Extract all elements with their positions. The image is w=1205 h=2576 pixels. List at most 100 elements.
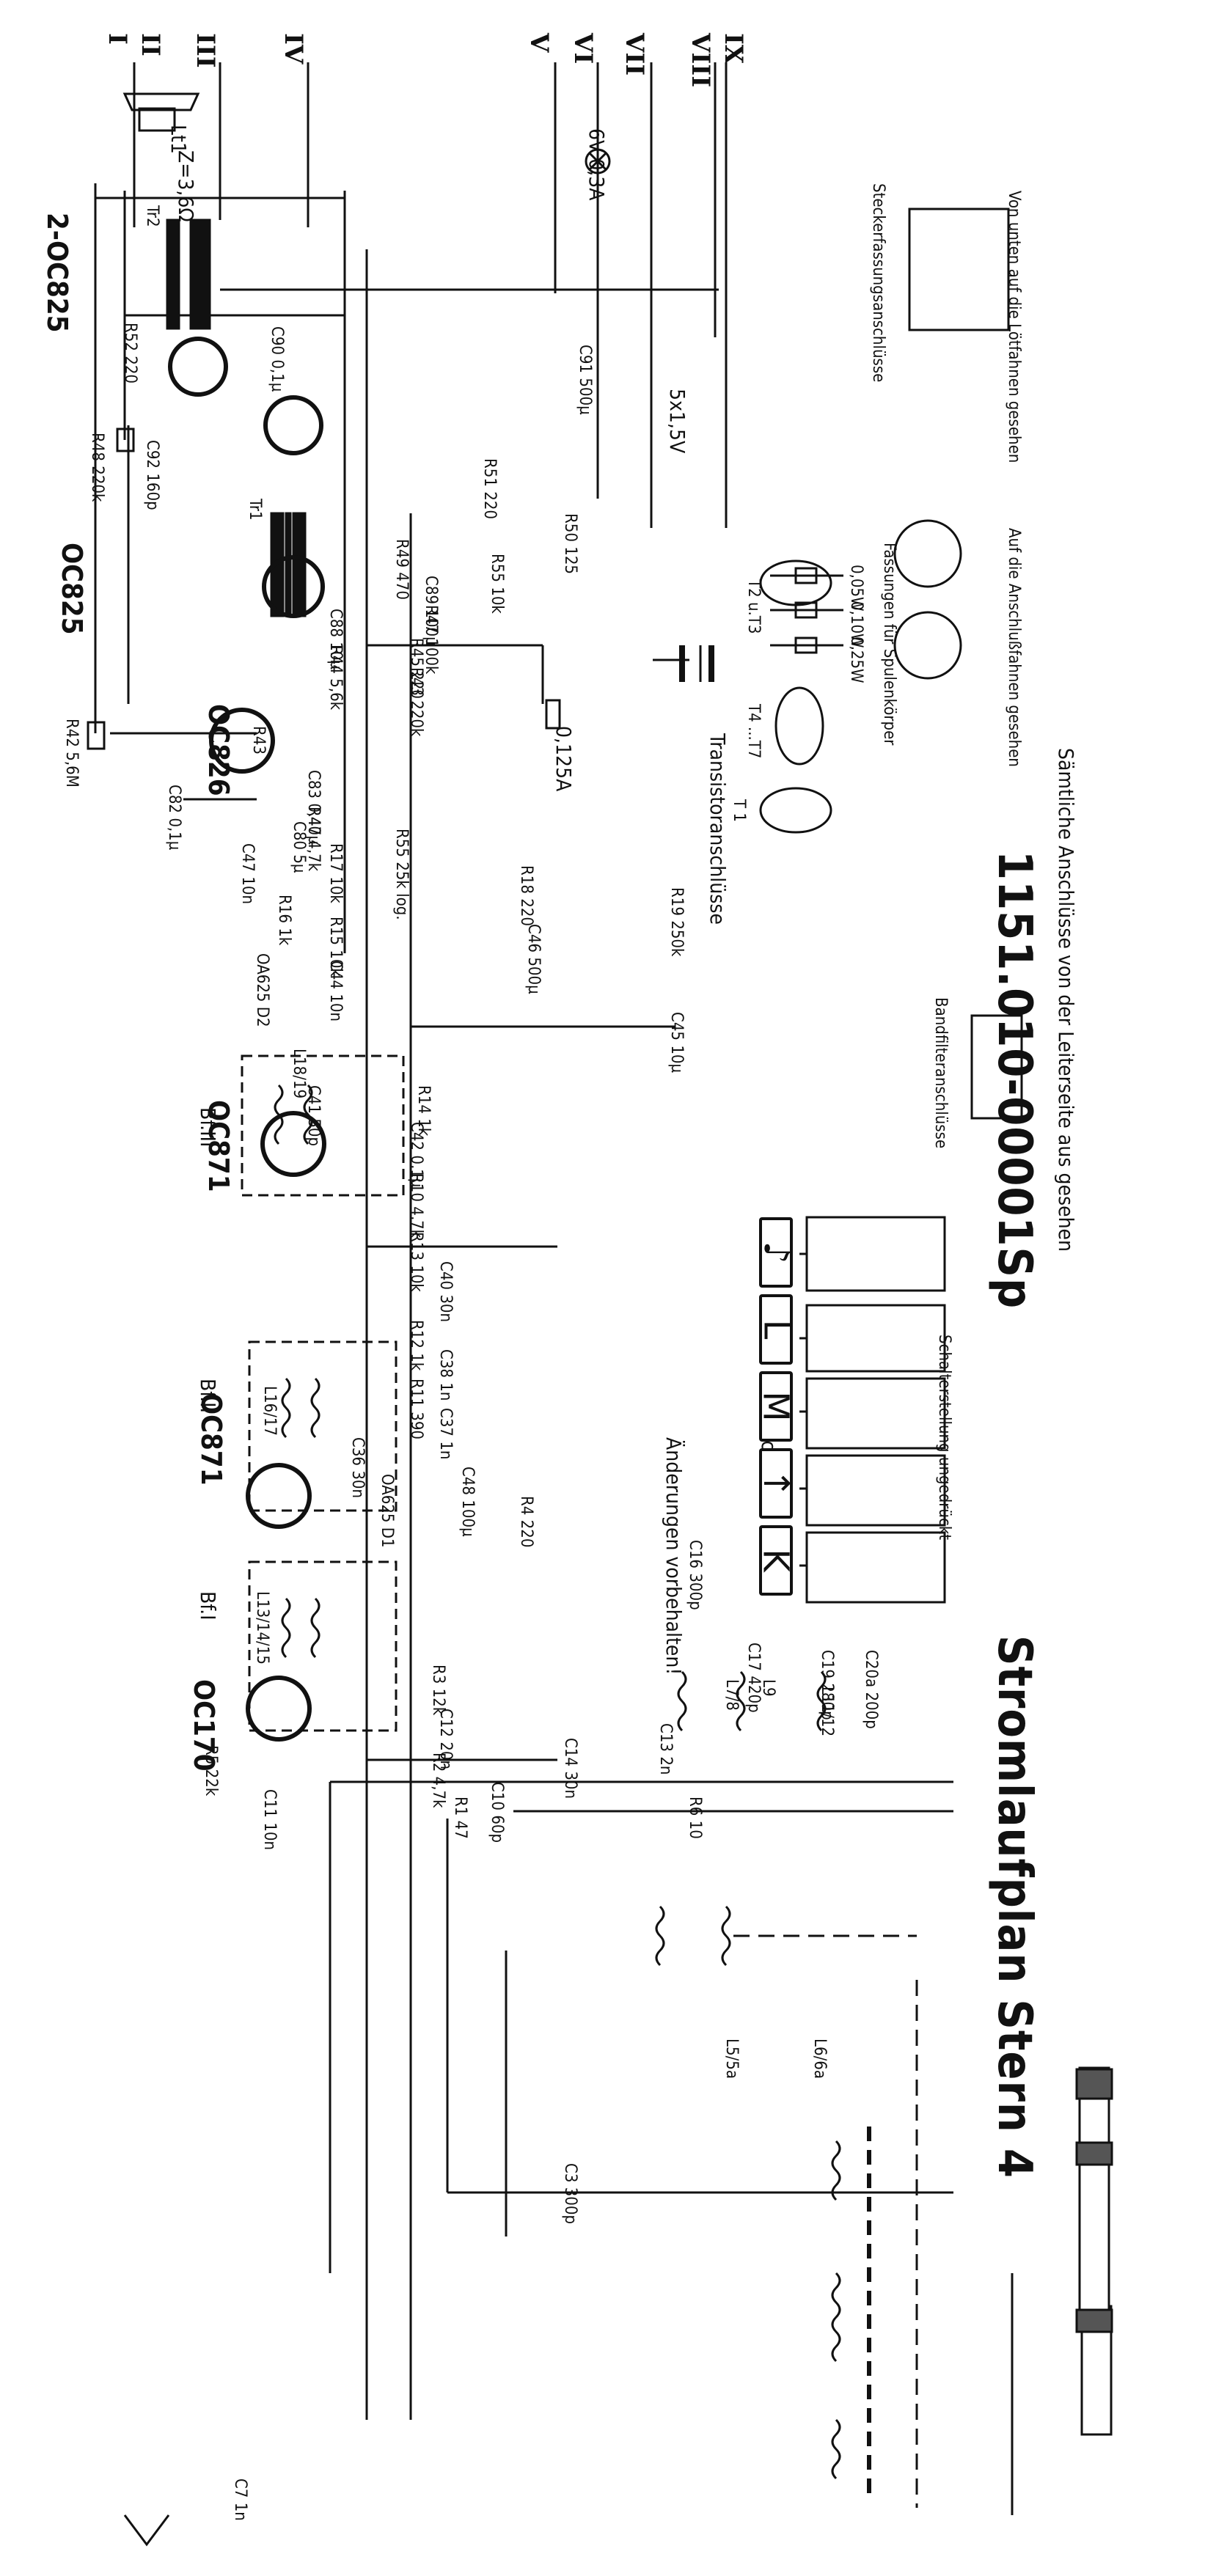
plug-pin-4: IV xyxy=(279,33,308,65)
r2-label: R2 4,7k xyxy=(429,1753,447,1808)
driver-transformer-tr1 xyxy=(270,512,307,617)
c91-label: C91 500µ xyxy=(576,345,594,415)
transistor-type-t4: OC826 xyxy=(202,704,235,796)
plug-socket-note: Von unten auf die Lötfahnen gesehen xyxy=(1005,191,1023,463)
schematic-title: Stromlaufplan Stern 4 xyxy=(987,1635,1041,2179)
c13-label: C13 2n xyxy=(656,1723,675,1775)
plug-pin-2: II xyxy=(136,33,165,56)
ferrite-rod xyxy=(1075,2066,1113,2436)
r6-label: R6 10 xyxy=(686,1797,704,1839)
r48-label: R48 220k xyxy=(88,433,106,502)
transistor-t4 xyxy=(209,708,275,774)
t1-legend-label: T 1 xyxy=(730,799,748,822)
drawing-number: 1151.010-00001Sp xyxy=(987,851,1041,1310)
d2-label: OA625 D2 xyxy=(253,953,271,1027)
r52-label: R52 220 xyxy=(121,323,139,384)
coil-socket-title: Fassungen für Spulenkörper xyxy=(880,543,898,746)
coil-l13-label: L13/14/15 xyxy=(253,1591,271,1665)
coil-l9-label: L9 xyxy=(759,1679,777,1697)
coil-socket-a xyxy=(893,611,962,680)
r18-label: R18 220 xyxy=(517,865,535,927)
r12-label: R12 1k xyxy=(407,1320,425,1371)
hf-key-m[interactable]: M xyxy=(755,1371,796,1442)
tr2-label: Tr2 xyxy=(143,205,161,227)
hf-key-l[interactable]: L xyxy=(755,1294,796,1365)
plug-socket-title: Steckerfassungsanschlüsse xyxy=(869,183,887,383)
plug-pin-7: VII xyxy=(620,33,649,76)
r1-label: R1 47 xyxy=(451,1797,469,1839)
bandfilter-bf3 xyxy=(241,1054,405,1197)
transistor-type-t5: OC825 xyxy=(56,543,88,635)
bandfilter-bf1 xyxy=(248,1560,398,1732)
plug-pin-1: I xyxy=(103,33,132,45)
t47-pinout xyxy=(774,686,824,766)
r5-label: R5 22k xyxy=(202,1745,220,1797)
r4-label: R4 220 xyxy=(517,1496,535,1548)
c35-label: C37 1n xyxy=(436,1408,455,1460)
hf-key-antenna[interactable]: ↑ xyxy=(755,1448,796,1519)
plug-pin-8: VIII xyxy=(686,33,715,88)
fuse xyxy=(545,699,561,730)
hf-switch-caption: Schalterstellung ungedrückt xyxy=(935,1335,953,1541)
transistor-legend-title: Transistoranschlüsse xyxy=(706,733,730,925)
coil-l66a-label: L6/6a xyxy=(810,2039,829,2079)
transistor-t7 xyxy=(263,395,323,455)
plug-socket-legend xyxy=(908,208,1010,331)
bandfilter-legend-title: Bandfilteranschlüsse xyxy=(931,997,950,1149)
connections-note: Sämtliche Anschlüsse von der Leiterseite… xyxy=(1054,748,1078,1252)
r17-label: R17 10k xyxy=(326,843,345,903)
c16-label: C16 300p xyxy=(686,1540,704,1610)
c40-label: C40 30n xyxy=(436,1261,455,1323)
r13-label: R13 10k xyxy=(407,1232,425,1292)
transistor-t6 xyxy=(168,337,228,397)
r16-label: R16 1k xyxy=(275,895,293,946)
c10-label: C10 60p xyxy=(488,1782,506,1843)
resistor-r42 xyxy=(87,721,106,750)
c92-label: C92 160p xyxy=(143,440,161,510)
c17-label: C17 420p xyxy=(744,1643,763,1713)
hf-key-tone[interactable]: ♪ xyxy=(755,1217,796,1288)
changes-reserved-note: Änderungen vorbehalten! xyxy=(662,1437,686,1676)
transistor-t3 xyxy=(260,1111,326,1177)
r55-label: R55 10k xyxy=(488,554,506,614)
c11-label: C11 10n xyxy=(260,1789,279,1851)
r3-label: R3 12k xyxy=(429,1665,447,1716)
c20a-label: C20a 200p xyxy=(862,1650,880,1729)
transistor-type-t6-t7: 2-OC825 xyxy=(41,213,73,333)
coil-l55a-label: L5/5a xyxy=(722,2039,741,2079)
c14-label: C14 30n xyxy=(561,1738,579,1799)
d1-label: OA625 D1 xyxy=(378,1474,396,1548)
lamp-rating: 6V 0,3A xyxy=(585,128,609,201)
output-transformer-tr2 xyxy=(166,219,211,330)
bandfilter-label-1: Bf.I xyxy=(196,1591,220,1621)
r42-label: R42 5,6M xyxy=(62,719,81,788)
c44-label: C44 10n xyxy=(326,961,345,1022)
battery xyxy=(653,645,714,682)
speaker-label: Lt1 xyxy=(166,125,191,154)
coil-socket-b xyxy=(893,519,962,588)
plug-wires xyxy=(133,62,728,528)
transistor-t2 xyxy=(246,1463,312,1529)
coil-socket-note: Auf die Anschlußfahnen gesehen xyxy=(1005,528,1023,767)
r19-label: R19 250k xyxy=(667,887,686,957)
r51-label: R51 220 xyxy=(480,458,499,520)
t1-pinout xyxy=(759,787,832,834)
plug-pin-5: V xyxy=(524,33,554,53)
speaker-impedance: Z=3,6Ω xyxy=(174,150,198,222)
r10-label: R10 4,7k xyxy=(407,1173,425,1239)
bandfilter-pinout xyxy=(970,1014,1023,1120)
plug-pin-9: IX xyxy=(719,33,748,65)
hf-key-k[interactable]: K xyxy=(755,1525,796,1596)
coil-l18-label: L18/19 xyxy=(290,1049,308,1099)
t23-legend-label: T2 u.T3 xyxy=(744,579,763,634)
transistor-t1 xyxy=(246,1676,312,1742)
r49-label: R49 470 xyxy=(392,539,411,601)
bandfilter-label-3: Bf.III xyxy=(196,1107,220,1148)
plug-pin-6: VI xyxy=(568,33,598,65)
resistor-rating-legend xyxy=(770,567,843,654)
hf-switch-bars xyxy=(799,1216,946,1604)
antenna-icon xyxy=(123,2514,170,2547)
r45-label: R44 5,6k xyxy=(326,645,345,711)
